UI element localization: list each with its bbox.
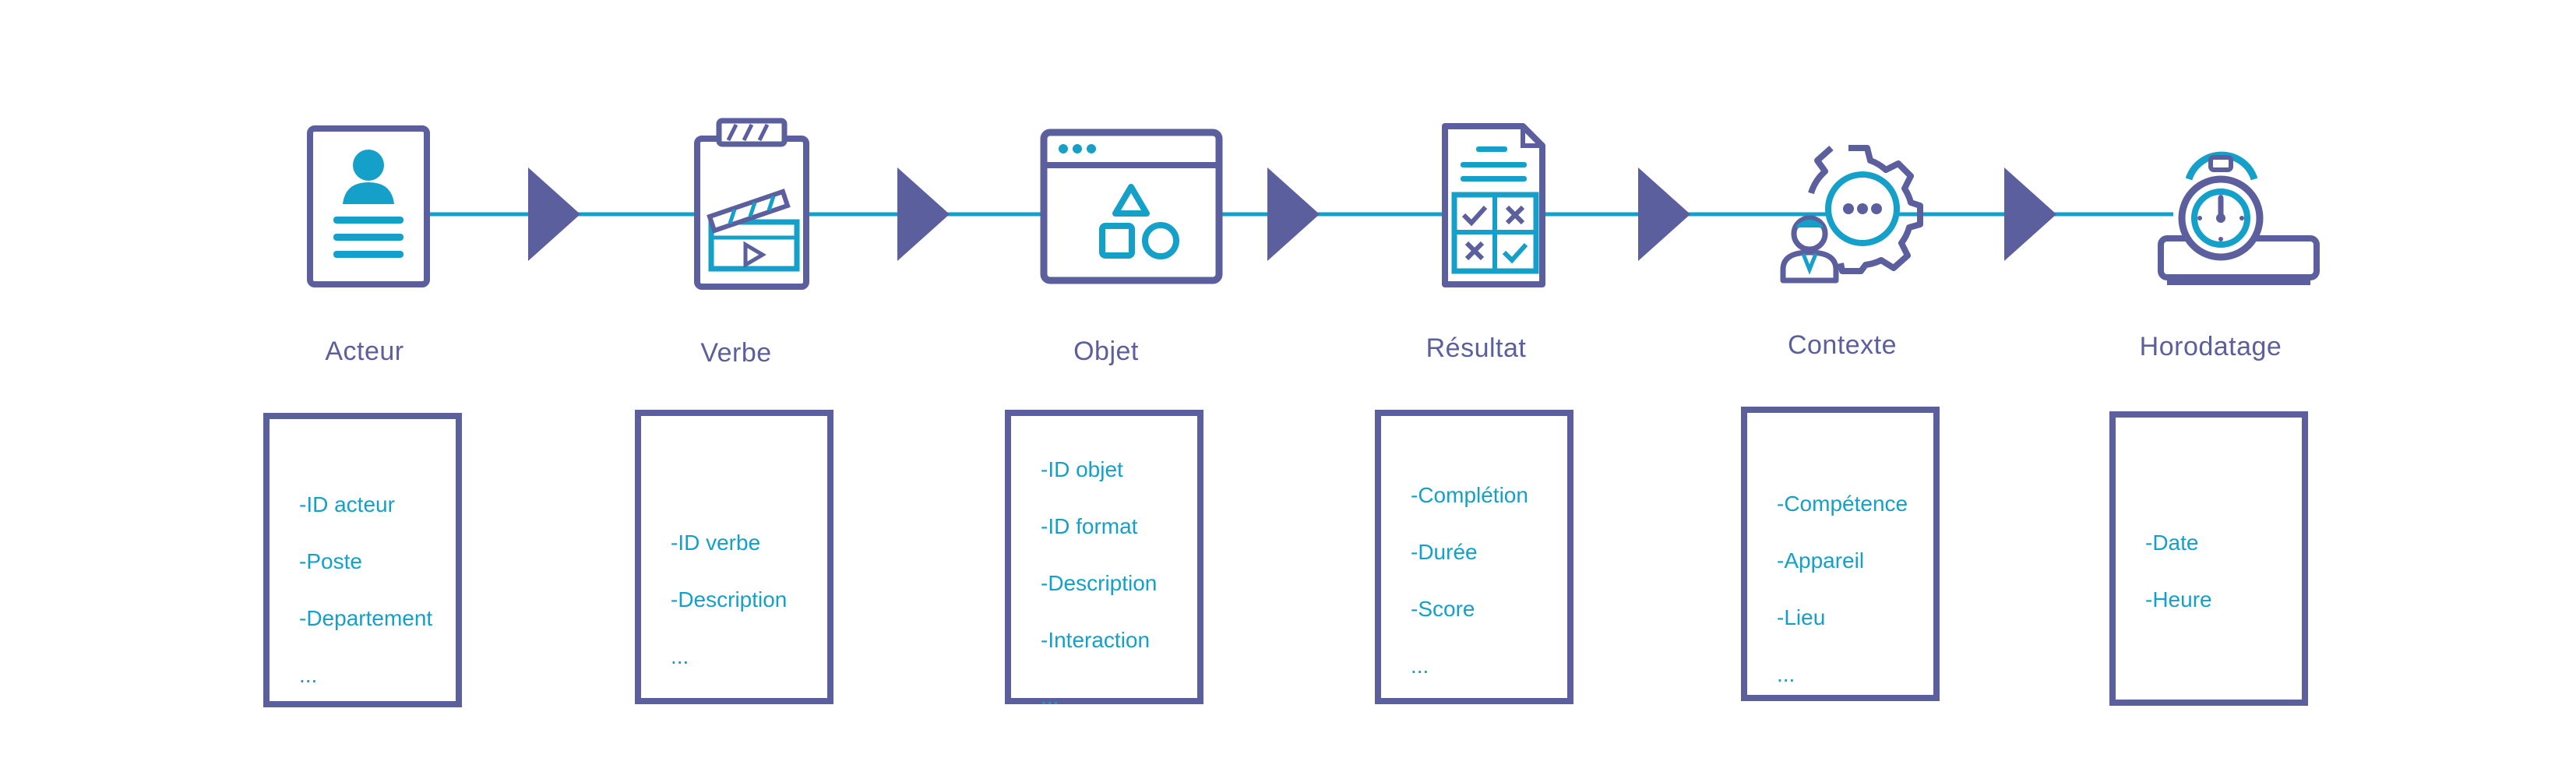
attribute-item: -Description	[1041, 571, 1158, 595]
attribute-item: -Description	[671, 587, 788, 612]
attribute-item: ...	[1041, 685, 1059, 709]
attribute-box: -ID verbe -Description ...	[635, 410, 833, 704]
flow-arrow-3	[1267, 167, 1320, 261]
flow-arrow-2	[897, 167, 950, 261]
stopwatch-icon	[2133, 117, 2320, 296]
attribute-list: -ID acteur -Poste -Departement ...	[299, 476, 432, 703]
attribute-item: -Score	[1411, 597, 1475, 621]
attribute-item: -Complétion	[1411, 483, 1528, 507]
attribute-item: -Lieu	[1777, 605, 1826, 629]
stage-contexte: Contexte -Compétence -Appareil -Lieu ...	[1733, 0, 1951, 779]
attribute-item: -Compétence	[1777, 492, 1908, 516]
clapperboard-icon	[658, 117, 814, 296]
attribute-box: -Complétion -Durée -Score ...	[1375, 410, 1573, 704]
gear-user-icon	[1764, 117, 1923, 296]
checklist-document-icon	[1398, 117, 1554, 296]
stage-resultat: Résultat -Complétion -Durée -Score ...	[1367, 0, 1585, 779]
flow-arrow-5	[2004, 167, 2056, 261]
stage-label: Résultat	[1425, 333, 1527, 363]
stage-label: Contexte	[1787, 330, 1898, 360]
flow-arrow-1	[528, 167, 580, 261]
attribute-item: -ID objet	[1041, 457, 1123, 481]
stage-label: Horodatage	[2139, 332, 2282, 361]
attribute-item: ...	[299, 663, 318, 687]
attribute-item: -Date	[2145, 530, 2199, 555]
attribute-box: -ID objet -ID format -Description -Inter…	[1005, 410, 1203, 709]
attribute-list: -Compétence -Appareil -Lieu ...	[1777, 475, 1908, 703]
stage-horodatage: Horodatage -Date -Heure	[2102, 0, 2320, 779]
attribute-item: -Poste	[299, 549, 362, 573]
attribute-item: -Interaction	[1041, 628, 1151, 652]
attribute-item: ...	[1411, 654, 1429, 678]
attribute-item: ...	[671, 644, 689, 668]
attribute-item: -ID verbe	[671, 530, 761, 555]
attribute-box: -Compétence -Appareil -Lieu ...	[1741, 407, 1940, 701]
attribute-item: -Departement	[299, 606, 433, 630]
attribute-list: -ID verbe -Description ...	[671, 514, 787, 685]
attribute-item: ...	[1777, 662, 1795, 686]
attribute-box: -Date -Heure	[2109, 411, 2308, 706]
attribute-item: -Durée	[1411, 540, 1478, 564]
attribute-list: -Date -Heure	[2145, 514, 2212, 628]
attribute-item: -ID format	[1041, 514, 1138, 538]
stage-objet: Objet -ID objet -ID format -Description …	[997, 0, 1223, 779]
stage-label: Verbe	[700, 338, 772, 368]
attribute-list: -ID objet -ID format -Description -Inter…	[1041, 441, 1157, 725]
browser-shapes-icon	[1028, 117, 1223, 296]
stage-verbe: Verbe -ID verbe -Description ...	[627, 0, 845, 779]
stage-acteur: Acteur -ID acteur -Poste -Departement ..…	[255, 0, 474, 779]
attribute-item: -Appareil	[1777, 548, 1865, 573]
id-card-icon	[287, 117, 442, 296]
attribute-list: -Complétion -Durée -Score ...	[1411, 467, 1528, 694]
attribute-item: -ID acteur	[299, 492, 395, 516]
attribute-box: -ID acteur -Poste -Departement ...	[263, 413, 462, 707]
flow-arrow-4	[1638, 167, 1690, 261]
stage-label: Objet	[1073, 337, 1139, 366]
stage-label: Acteur	[325, 337, 404, 366]
attribute-item: -Heure	[2145, 587, 2212, 612]
